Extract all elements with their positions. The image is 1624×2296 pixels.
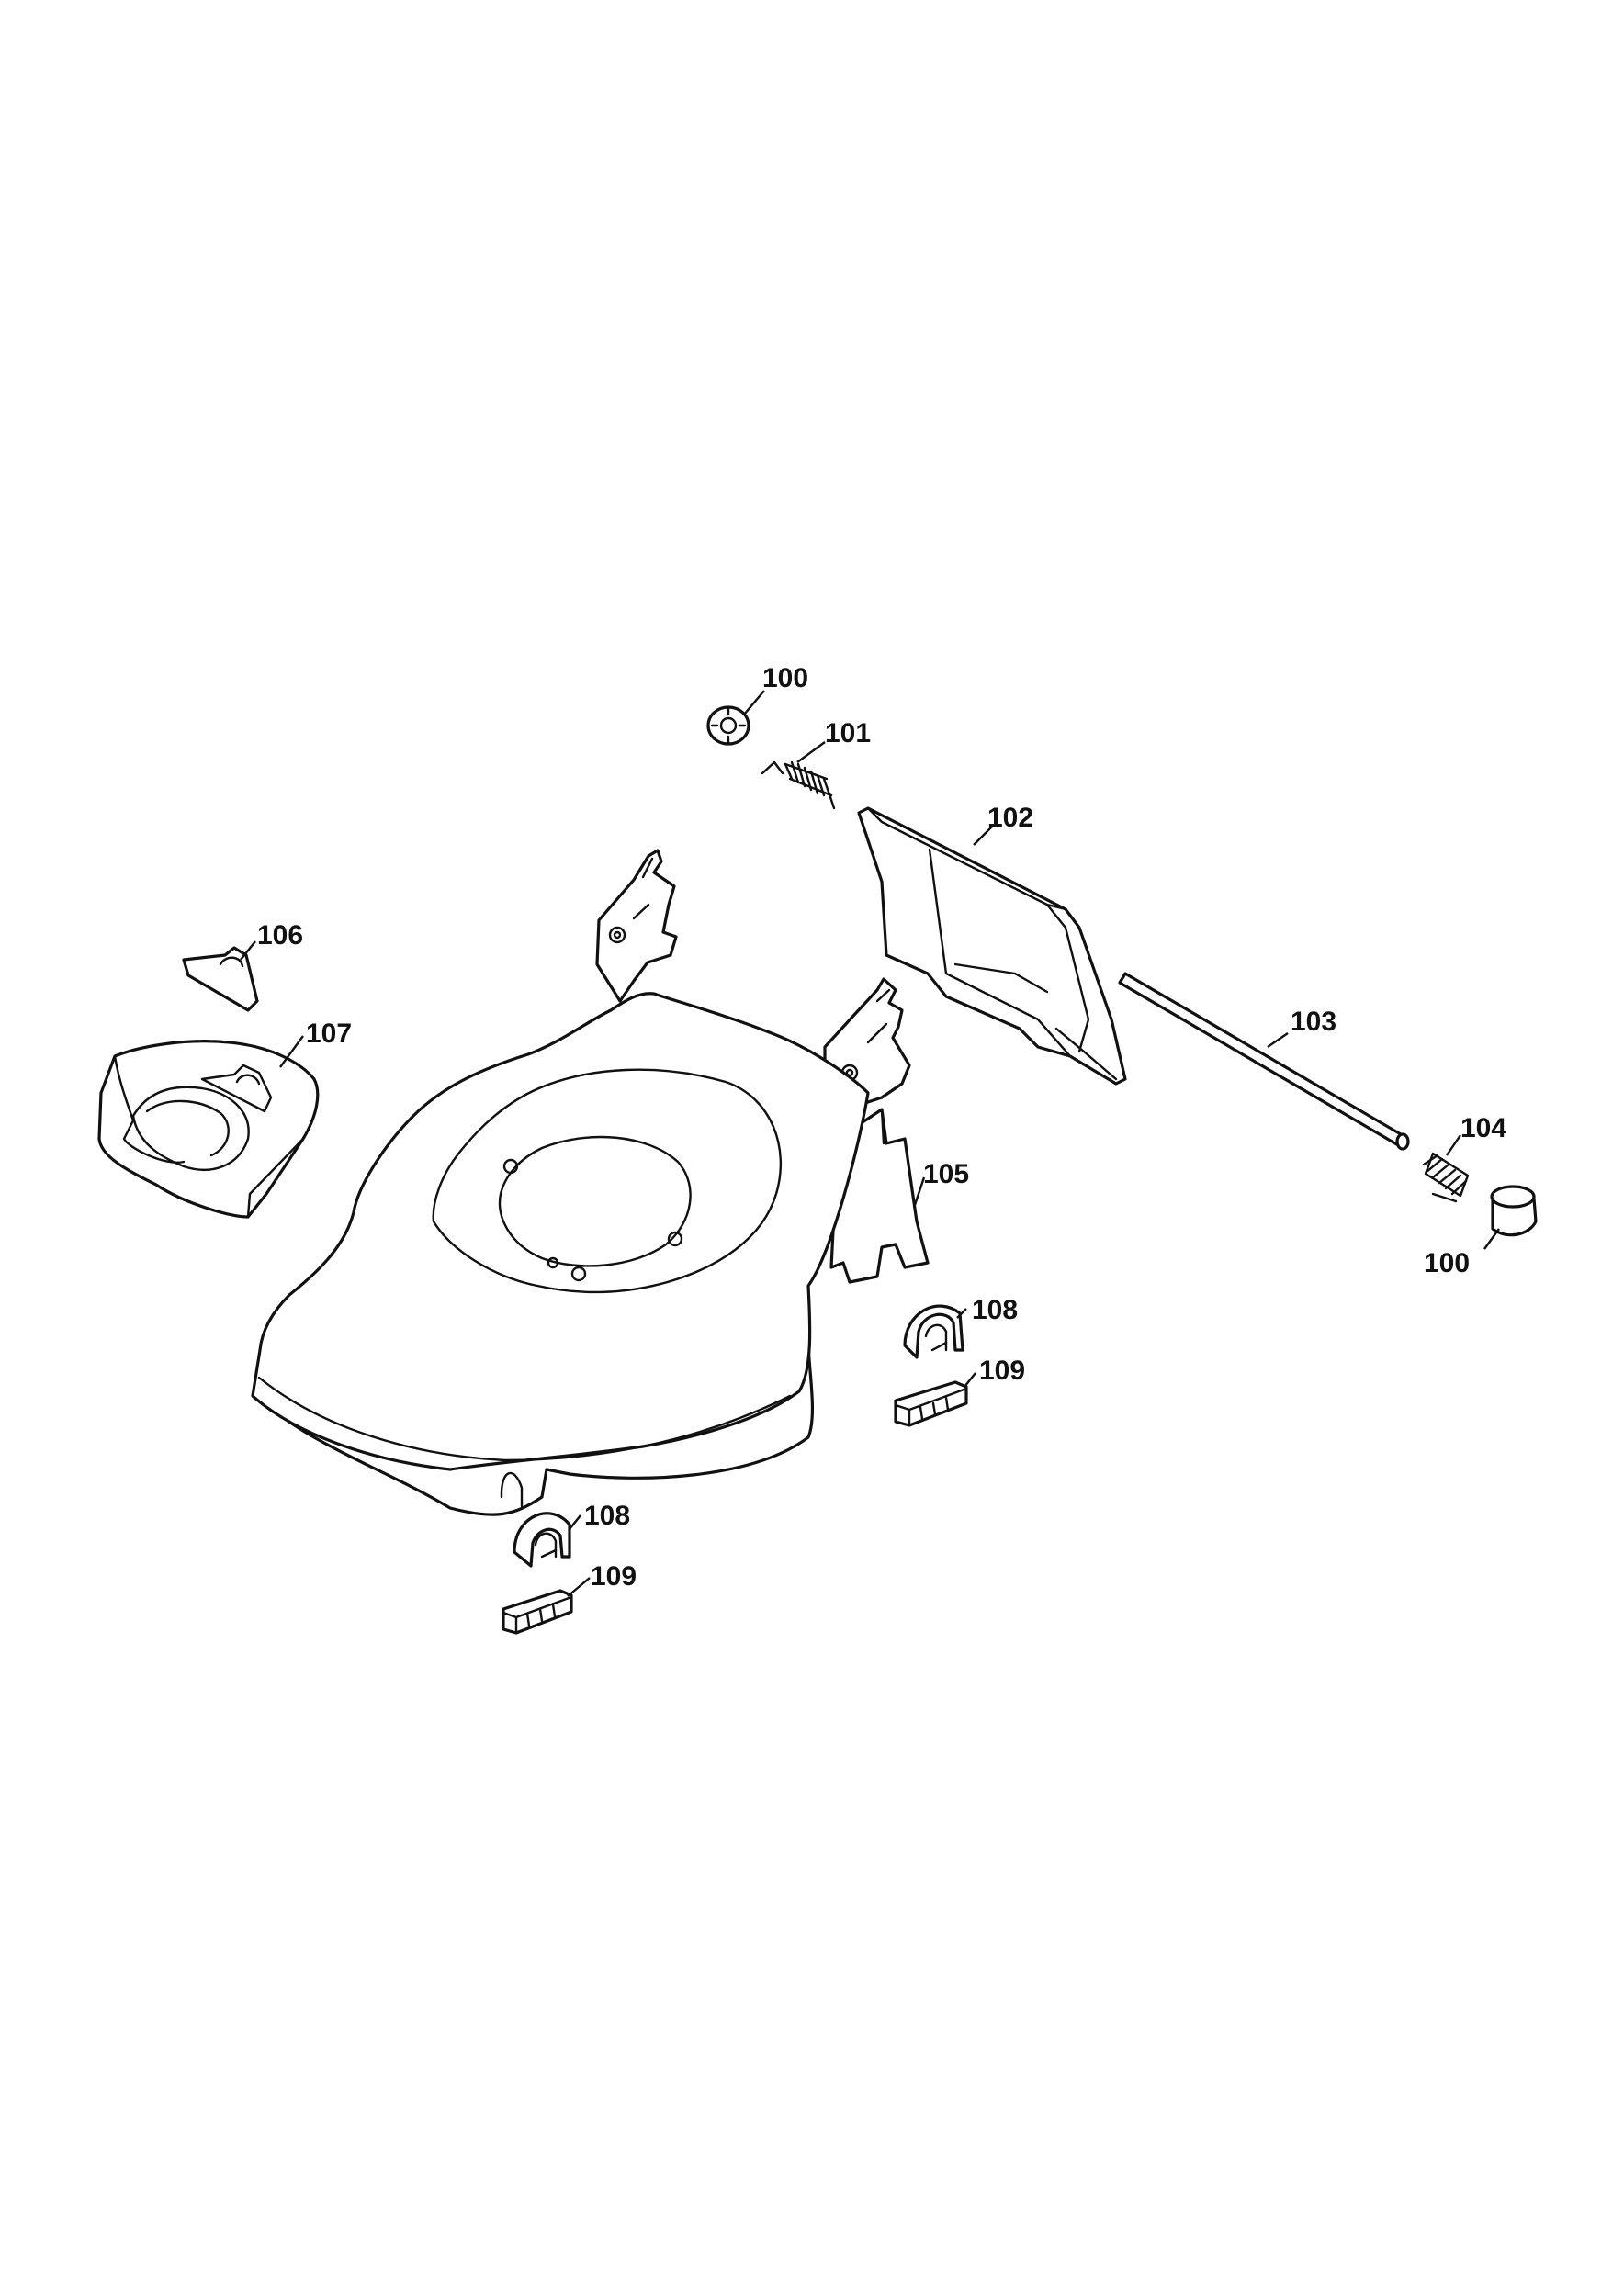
insert-109-lower bbox=[502, 1589, 573, 1635]
label-100-cap: 100 bbox=[1424, 1248, 1470, 1278]
clip-108-upper bbox=[903, 1304, 964, 1359]
clip-108-lower bbox=[513, 1512, 571, 1568]
cover-107 bbox=[97, 1040, 320, 1219]
label-109-lower: 109 bbox=[591, 1561, 637, 1592]
leader-lines bbox=[240, 690, 1500, 1597]
label-106: 106 bbox=[257, 920, 303, 951]
label-100-washer: 100 bbox=[762, 663, 808, 693]
rear-flap bbox=[857, 806, 1127, 1086]
insert-109-upper bbox=[894, 1380, 968, 1427]
spring-101 bbox=[761, 760, 836, 810]
mower-deck bbox=[251, 849, 930, 1516]
label-107: 107 bbox=[306, 1019, 352, 1049]
label-105: 105 bbox=[923, 1159, 969, 1189]
label-101: 101 bbox=[825, 718, 871, 748]
label-102: 102 bbox=[987, 803, 1033, 833]
label-108-upper: 108 bbox=[972, 1295, 1018, 1325]
part-labels: 100 101 102 103 104 100 105 106 107 108 … bbox=[257, 663, 1506, 1592]
label-106 bbox=[182, 946, 259, 1012]
label-108-lower: 108 bbox=[584, 1501, 630, 1531]
spring-104 bbox=[1422, 1152, 1470, 1203]
label-104: 104 bbox=[1460, 1113, 1506, 1143]
cap bbox=[1490, 1185, 1538, 1237]
axle-rod bbox=[1118, 972, 1410, 1151]
washer bbox=[706, 705, 750, 746]
label-103: 103 bbox=[1291, 1007, 1336, 1037]
label-109-upper: 109 bbox=[979, 1356, 1025, 1386]
